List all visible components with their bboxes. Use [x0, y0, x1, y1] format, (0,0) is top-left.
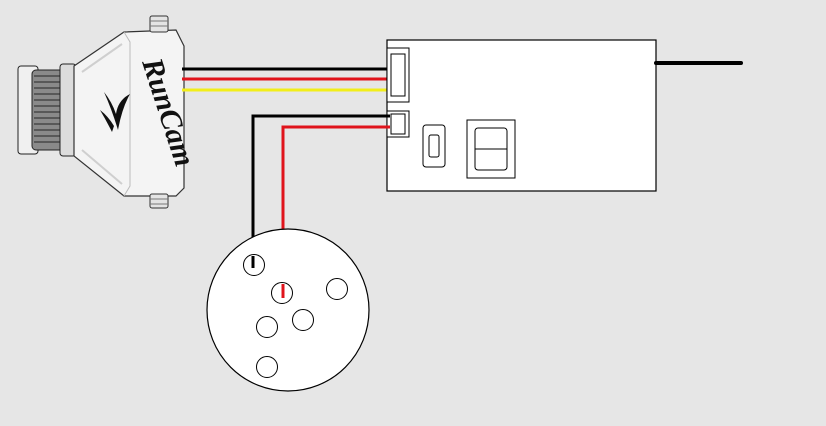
wire-black-plug [251, 114, 390, 264]
camera-lens [17, 63, 77, 157]
transmitter-module [386, 39, 743, 192]
camera: RunCam [17, 15, 201, 209]
plug-pin-3 [326, 278, 348, 300]
camera-wires [182, 67, 390, 92]
camera-body [73, 15, 185, 209]
plug-pin-5 [256, 316, 278, 338]
small-switch [422, 124, 446, 168]
round-plug [206, 228, 370, 392]
large-button [466, 119, 516, 179]
connector-3pin [386, 47, 410, 103]
plug-body [206, 228, 370, 392]
connector-2pin [386, 110, 410, 138]
plug-pin-4 [292, 309, 314, 331]
bird-swoosh-icon [100, 92, 130, 132]
plug-pin-6 [256, 356, 278, 378]
module-body [386, 39, 657, 192]
